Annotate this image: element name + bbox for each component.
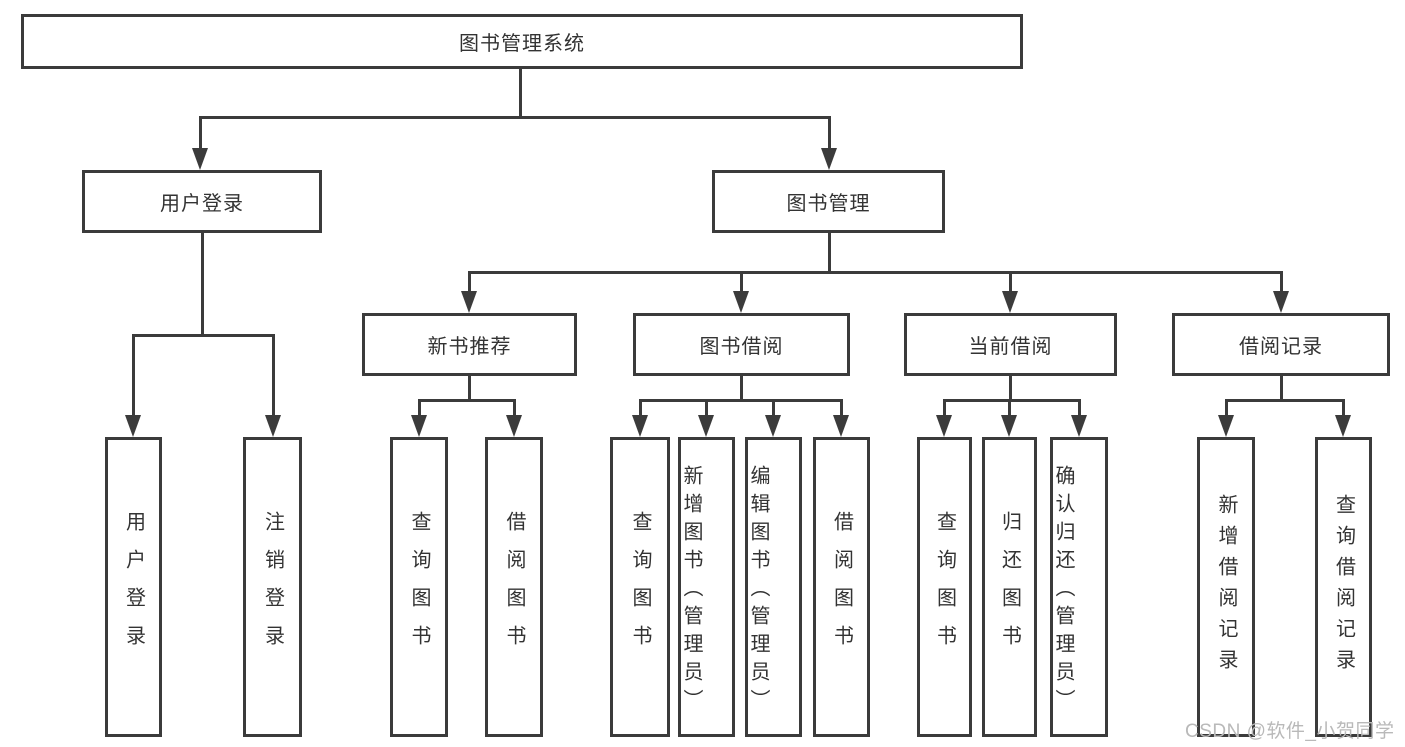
node-root: 图书管理系统 <box>21 14 1023 69</box>
leaf-logout: 注销登录 <box>243 437 302 737</box>
leaf-rec-borrow-books: 借阅图书 <box>485 437 543 737</box>
connector-line <box>272 334 275 418</box>
leaf-bb-query-books: 查询图书 <box>610 437 670 737</box>
leaf-label: 用户登录 <box>122 511 145 663</box>
arrow-down <box>1335 415 1351 437</box>
connector-line <box>468 374 471 400</box>
connector-line <box>828 231 831 272</box>
leaf-cb-query-books: 查询图书 <box>917 437 972 737</box>
connector-line <box>1225 399 1228 419</box>
arrow-down <box>936 415 952 437</box>
leaf-br-add-record: 新增借阅记录 <box>1197 437 1255 737</box>
leaf-label: 查询借阅记录 <box>1332 494 1355 680</box>
node-book-borrowing: 图书借阅 <box>633 313 850 376</box>
arrow-down <box>411 415 427 437</box>
connector-line <box>418 399 421 419</box>
leaf-label: 新增图书（管理员） <box>680 465 702 717</box>
arrow-down <box>125 415 141 437</box>
connector-line <box>639 399 842 402</box>
connector-line <box>513 399 516 419</box>
leaf-label: 借阅图书 <box>830 511 853 663</box>
node-current-borrowing: 当前借阅 <box>904 313 1117 376</box>
node-book-management: 图书管理 <box>712 170 945 233</box>
arrow-down <box>506 415 522 437</box>
arrow-down <box>821 148 837 170</box>
connector-line <box>740 271 743 295</box>
arrow-down <box>1218 415 1234 437</box>
arrow-down <box>461 291 477 313</box>
leaf-rec-query-books: 查询图书 <box>390 437 448 737</box>
connector-line <box>1342 399 1345 419</box>
leaf-cb-confirm-return-admin: 确认归还（管理员） <box>1050 437 1108 737</box>
leaf-label: 查询图书 <box>629 511 651 663</box>
connector-line <box>468 271 471 295</box>
leaf-bb-add-books-admin: 新增图书（管理员） <box>678 437 735 737</box>
arrow-down <box>192 148 208 170</box>
connector-line <box>828 116 831 152</box>
connector-line <box>1078 399 1081 419</box>
leaf-label: 借阅图书 <box>503 511 525 663</box>
connector-line <box>740 374 743 400</box>
connector-line <box>1225 399 1344 402</box>
connector-line <box>468 271 1282 274</box>
connector-line <box>1280 271 1283 295</box>
arrow-down <box>265 415 281 437</box>
connector-line <box>1280 374 1283 400</box>
arrow-down <box>733 291 749 313</box>
leaf-cb-return-books: 归还图书 <box>982 437 1037 737</box>
connector-line <box>840 399 843 419</box>
watermark-text: CSDN @软件_小贺同学 <box>1185 721 1395 742</box>
leaf-bb-borrow-books: 借阅图书 <box>813 437 870 737</box>
leaf-label: 确认归还（管理员） <box>1052 465 1074 717</box>
connector-line <box>1009 271 1012 295</box>
connector-line <box>772 399 775 419</box>
node-user-login: 用户登录 <box>82 170 322 233</box>
leaf-bb-edit-books-admin: 编辑图书（管理员） <box>745 437 802 737</box>
arrow-down <box>1071 415 1087 437</box>
leaf-label: 查询图书 <box>408 511 430 663</box>
connector-line <box>705 399 708 419</box>
connector-line <box>519 67 522 117</box>
leaf-label: 注销登录 <box>261 511 284 663</box>
connector-line <box>639 399 642 419</box>
arrow-down <box>698 415 714 437</box>
leaf-label: 归还图书 <box>998 511 1021 663</box>
connector-line <box>132 334 274 337</box>
connector-line <box>132 334 135 418</box>
arrow-down <box>833 415 849 437</box>
arrow-down <box>1002 291 1018 313</box>
leaf-label: 新增借阅记录 <box>1215 494 1237 680</box>
leaf-user-login: 用户登录 <box>105 437 162 737</box>
node-borrowing-records: 借阅记录 <box>1172 313 1390 376</box>
arrow-down <box>1273 291 1289 313</box>
arrow-down <box>765 415 781 437</box>
arrow-down <box>1001 415 1017 437</box>
connector-line <box>418 399 515 402</box>
connector-line <box>199 116 202 152</box>
leaf-label: 编辑图书（管理员） <box>747 465 769 717</box>
leaf-label: 查询图书 <box>933 511 956 663</box>
connector-line <box>1008 399 1011 419</box>
leaf-br-query-record: 查询借阅记录 <box>1315 437 1372 737</box>
arrow-down <box>632 415 648 437</box>
connector-line <box>201 231 204 335</box>
connector-line <box>1009 374 1012 400</box>
connector-line <box>943 399 1080 402</box>
connector-line <box>199 116 831 119</box>
connector-line <box>943 399 946 419</box>
node-new-book-recommend: 新书推荐 <box>362 313 577 376</box>
